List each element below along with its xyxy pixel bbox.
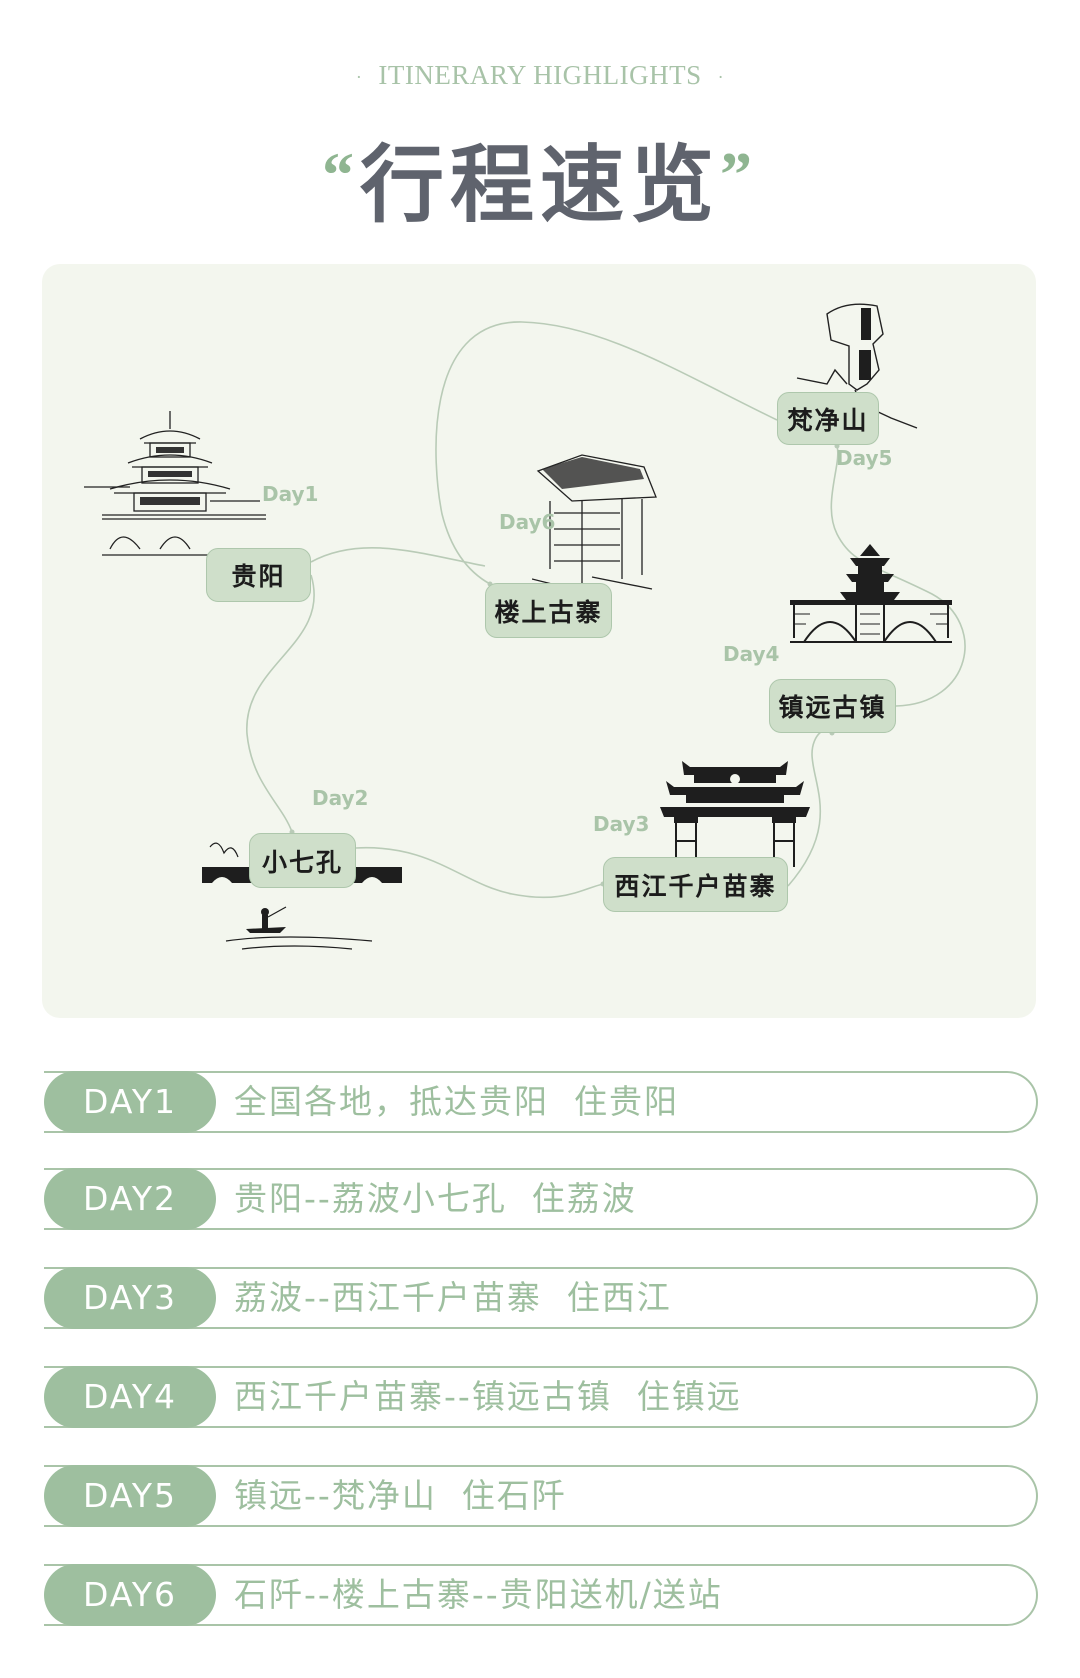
day-pill: DAY5 [44, 1464, 216, 1527]
route-map: Day1 Day2 Day3 Day4 Day5 Day6 贵阳 小七孔 西江千… [42, 264, 1036, 1018]
itinerary-row-day2: DAY2 贵阳--荔波小七孔 住荔波 [44, 1167, 1038, 1230]
wooden-house-sketch-icon [532, 454, 657, 590]
page-title: “行程速览” [0, 118, 1080, 239]
day-pill: DAY3 [44, 1266, 216, 1329]
map-node-xijiang[interactable]: 西江千户苗寨 [603, 857, 788, 912]
itinerary-row-day1: DAY1 全国各地，抵达贵阳 住贵阳 [44, 1070, 1038, 1133]
day-label-loushang: Day6 [499, 510, 556, 534]
day-pill: DAY1 [44, 1070, 216, 1133]
page-title-text: 行程速览 [359, 135, 720, 234]
day-description: 石阡--楼上古寨--贵阳送机/送站 [234, 1575, 723, 1614]
day-description: 镇远--梵净山 住石阡 [234, 1476, 567, 1515]
day-label-xijiang: Day3 [593, 812, 650, 836]
itinerary-row-day4: DAY4 西江千户苗寨--镇远古镇 住镇远 [44, 1365, 1038, 1428]
map-node-guiyang[interactable]: 贵阳 [206, 548, 311, 602]
itinerary-row-day3: DAY3 荔波--西江千户苗寨 住西江 [44, 1266, 1038, 1329]
day-description: 贵阳--荔波小七孔 住荔波 [234, 1179, 637, 1218]
map-node-fanjingshan[interactable]: 梵净山 [777, 392, 879, 445]
map-node-zhenyuan[interactable]: 镇远古镇 [769, 679, 896, 733]
subtitle: · ITINERARY HIGHLIGHTS · [0, 60, 1080, 91]
subtitle-text: ITINERARY HIGHLIGHTS [378, 60, 702, 90]
archway-gate-sketch-icon [660, 761, 810, 867]
mushroom-rock-sketch-icon [796, 303, 918, 429]
day-description: 荔波--西江千户苗寨 住西江 [234, 1278, 672, 1317]
day-pill: DAY2 [44, 1167, 216, 1230]
dot-left-icon: · [355, 67, 363, 88]
open-quote-icon: “ [321, 139, 360, 210]
close-quote-icon: ” [720, 139, 758, 210]
day-description: 西江千户苗寨--镇远古镇 住镇远 [234, 1377, 742, 1416]
itinerary-row-day6: DAY6 石阡--楼上古寨--贵阳送机/送站 [44, 1563, 1038, 1626]
day-label-xiaoqikong: Day2 [312, 786, 369, 810]
map-node-loushang[interactable]: 楼上古寨 [485, 583, 612, 638]
day-label-guiyang: Day1 [262, 482, 319, 506]
pavilion-sketch-icon [84, 411, 270, 556]
day-pill: DAY6 [44, 1563, 216, 1626]
day-label-fanjingshan: Day5 [836, 446, 893, 470]
day-pill: DAY4 [44, 1365, 216, 1428]
tower-bridge-sketch-icon [790, 544, 952, 643]
day-label-zhenyuan: Day4 [723, 642, 780, 666]
day-description: 全国各地，抵达贵阳 住贵阳 [234, 1082, 679, 1121]
itinerary-row-day5: DAY5 镇远--梵净山 住石阡 [44, 1464, 1038, 1527]
route-lines [246, 321, 966, 899]
dot-right-icon: · [717, 67, 725, 88]
map-node-xiaoqikong[interactable]: 小七孔 [249, 833, 356, 888]
